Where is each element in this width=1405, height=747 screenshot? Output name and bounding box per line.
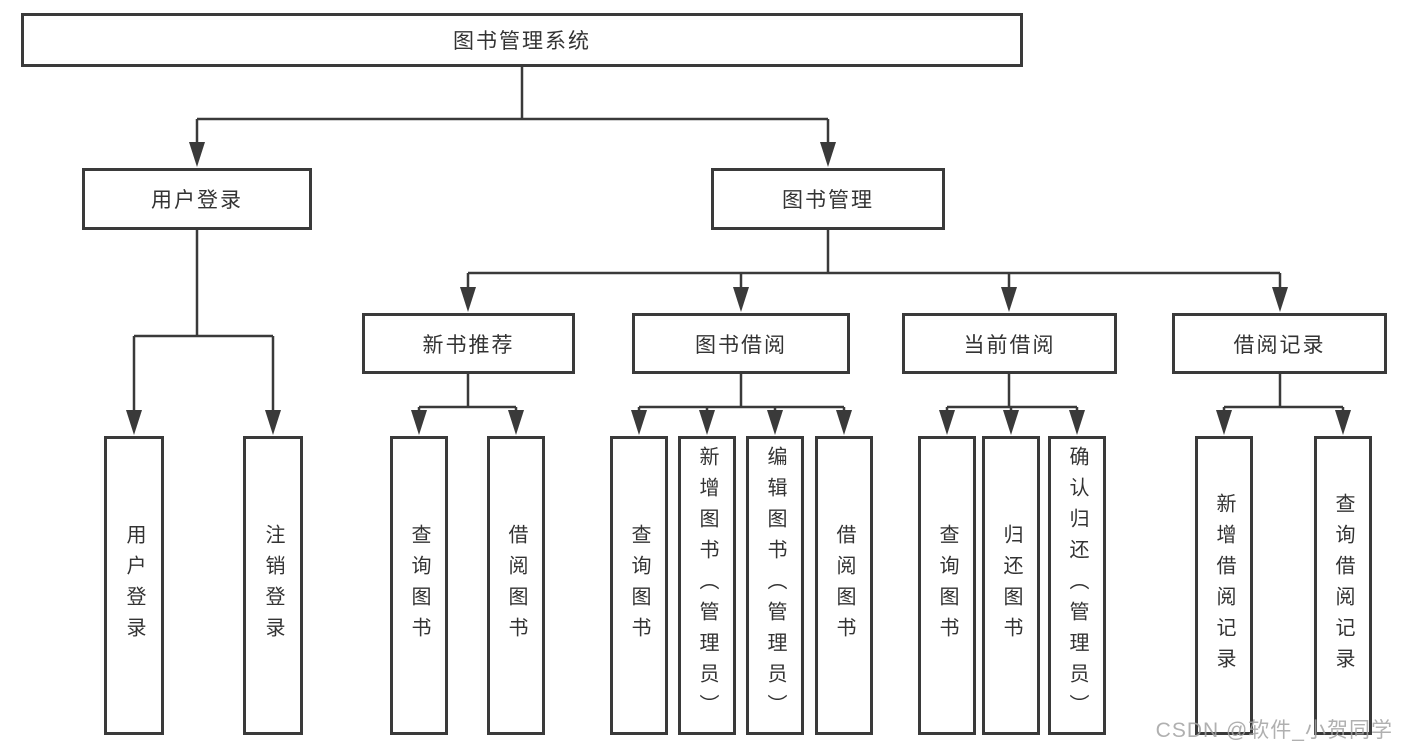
leaf-label: 新增图书（管理员） [696, 446, 718, 725]
leaf-add-books-admin: 新增图书（管理员） [678, 436, 736, 735]
node-label: 当前借阅 [963, 333, 1056, 357]
leaf-label: 编辑图书（管理员） [764, 446, 786, 725]
leaf-user-login: 用户登录 [104, 436, 164, 735]
connector-arrowhead [1003, 410, 1019, 435]
connector-root-to-level2 [189, 67, 836, 167]
leaf-label: 借阅图书 [505, 523, 527, 648]
connector-arrowhead [733, 287, 749, 312]
leaf-label: 用户登录 [123, 523, 145, 648]
connector-arrowhead [126, 410, 142, 435]
leaf-logout: 注销登录 [243, 436, 303, 735]
connector-login-to-leaves [126, 230, 281, 435]
leaf-add-borrow-record: 新增借阅记录 [1195, 436, 1253, 735]
node-borrowing-records: 借阅记录 [1172, 313, 1387, 374]
connector-arrowhead [411, 410, 427, 435]
node-label: 图书管理系统 [453, 30, 591, 53]
leaf-label: 查询图书 [408, 523, 430, 648]
connector-mgmt-to-sections [460, 230, 1288, 312]
node-label: 借阅记录 [1233, 333, 1326, 357]
leaf-query-books: 查询图书 [918, 436, 976, 735]
node-new-book-recommendation: 新书推荐 [362, 313, 575, 374]
connector-arrowhead [767, 410, 783, 435]
leaf-return-books: 归还图书 [982, 436, 1040, 735]
leaf-query-books: 查询图书 [390, 436, 448, 735]
leaf-query-books: 查询图书 [610, 436, 668, 735]
node-book-borrowing: 图书借阅 [632, 313, 850, 374]
leaf-label: 查询借阅记录 [1332, 492, 1354, 679]
connector-arrowhead [1335, 410, 1351, 435]
connector-arrowhead [836, 410, 852, 435]
connector-sec2-to-leaves [939, 374, 1085, 435]
connector-arrowhead [1272, 287, 1288, 312]
connector-sec3-to-leaves [1216, 374, 1351, 435]
connector-arrowhead [460, 287, 476, 312]
node-label: 新书推荐 [422, 333, 515, 357]
leaf-label: 查询图书 [628, 523, 650, 648]
leaf-label: 归还图书 [1000, 523, 1022, 648]
leaf-label: 确认归还（管理员） [1066, 446, 1088, 725]
leaf-edit-books-admin: 编辑图书（管理员） [746, 436, 804, 735]
connector-arrowhead [820, 142, 836, 167]
node-label: 图书管理 [782, 189, 874, 212]
connector-arrowhead [1001, 287, 1017, 312]
connector-arrowhead [189, 142, 205, 167]
leaf-label: 借阅图书 [833, 523, 855, 648]
node-library-management-system: 图书管理系统 [21, 13, 1023, 67]
node-book-management: 图书管理 [711, 168, 945, 230]
node-label: 图书借阅 [695, 333, 787, 357]
leaf-label: 查询图书 [936, 523, 958, 648]
connector-arrowhead [631, 410, 647, 435]
leaf-borrow-books: 借阅图书 [487, 436, 545, 735]
connector-sec0-to-leaves [411, 374, 524, 435]
node-user-login: 用户登录 [82, 168, 312, 230]
leaf-confirm-return-admin: 确认归还（管理员） [1048, 436, 1106, 735]
leaf-borrow-books: 借阅图书 [815, 436, 873, 735]
leaf-label: 新增借阅记录 [1213, 492, 1235, 679]
connector-arrowhead [939, 410, 955, 435]
connector-arrowhead [508, 410, 524, 435]
connector-sec1-to-leaves [631, 374, 852, 435]
leaf-query-borrow-record: 查询借阅记录 [1314, 436, 1372, 735]
node-current-borrowing: 当前借阅 [902, 313, 1117, 374]
connector-arrowhead [1216, 410, 1232, 435]
connector-arrowhead [699, 410, 715, 435]
csdn-watermark: CSDN @软件_小贺同学 [1155, 719, 1393, 742]
connector-arrowhead [1069, 410, 1085, 435]
leaf-label: 注销登录 [262, 523, 284, 648]
node-label: 用户登录 [151, 189, 243, 212]
connector-arrowhead [265, 410, 281, 435]
